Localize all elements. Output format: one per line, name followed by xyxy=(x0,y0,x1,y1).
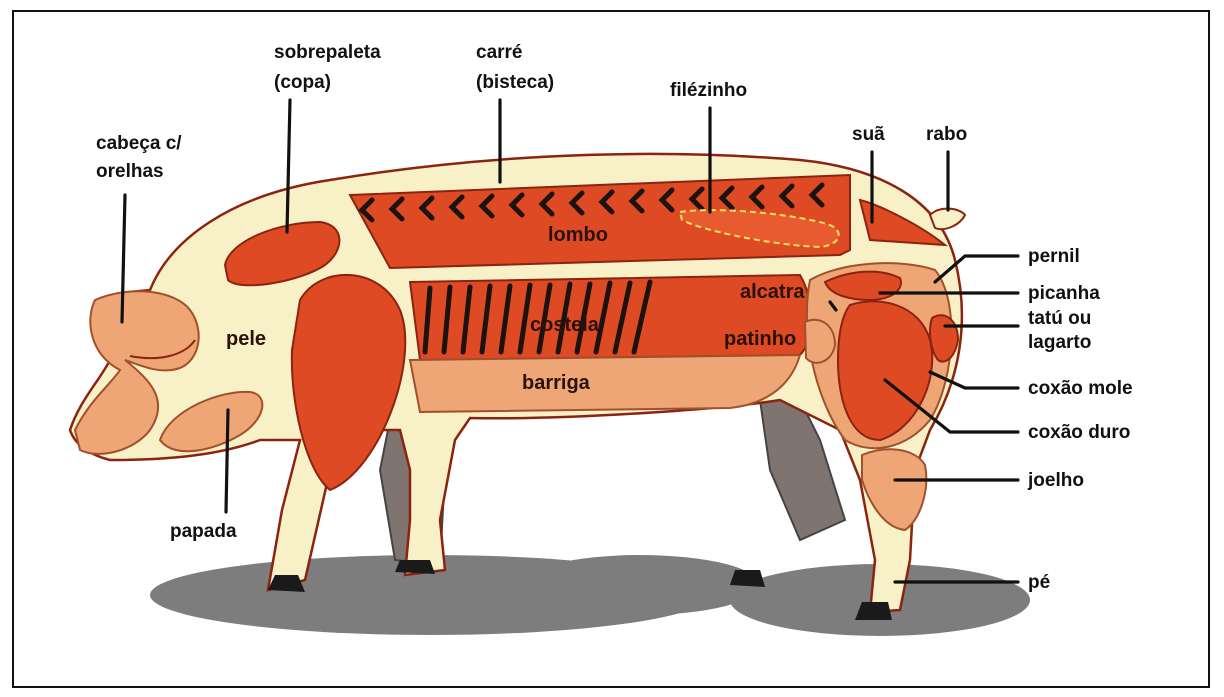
label-cabeca-line2: orelhas xyxy=(96,161,164,182)
label-pe: pé xyxy=(1028,572,1050,593)
label-joelho: joelho xyxy=(1027,470,1084,491)
label-carre-line2: (bisteca) xyxy=(476,72,554,93)
label-carre-line1: carré xyxy=(476,42,523,63)
label-sua: suã xyxy=(852,124,885,145)
label-patinho: patinho xyxy=(724,328,796,350)
label-pernil: pernil xyxy=(1028,246,1080,267)
label-picanha: picanha xyxy=(1028,283,1100,304)
label-alcatra: alcatra xyxy=(740,281,805,303)
label-lombo: lombo xyxy=(548,224,608,246)
label-tatu-line1: tatú ou xyxy=(1028,308,1091,329)
label-filezinho: filézinho xyxy=(670,80,747,101)
label-costela: costela xyxy=(530,314,600,336)
label-pele: pele xyxy=(226,328,266,350)
label-coxao-duro: coxão duro xyxy=(1028,422,1130,443)
label-sobrepaleta-line1: sobrepaleta xyxy=(274,42,381,63)
label-cabeca-line1: cabeça c/ xyxy=(96,133,182,154)
label-coxao-mole: coxão mole xyxy=(1028,378,1133,399)
label-papada: papada xyxy=(170,521,237,542)
label-rabo: rabo xyxy=(926,124,967,145)
label-tatu-line2: lagarto xyxy=(1028,332,1091,353)
label-sobrepaleta-line2: (copa) xyxy=(274,72,331,93)
label-barriga: barriga xyxy=(522,372,591,394)
